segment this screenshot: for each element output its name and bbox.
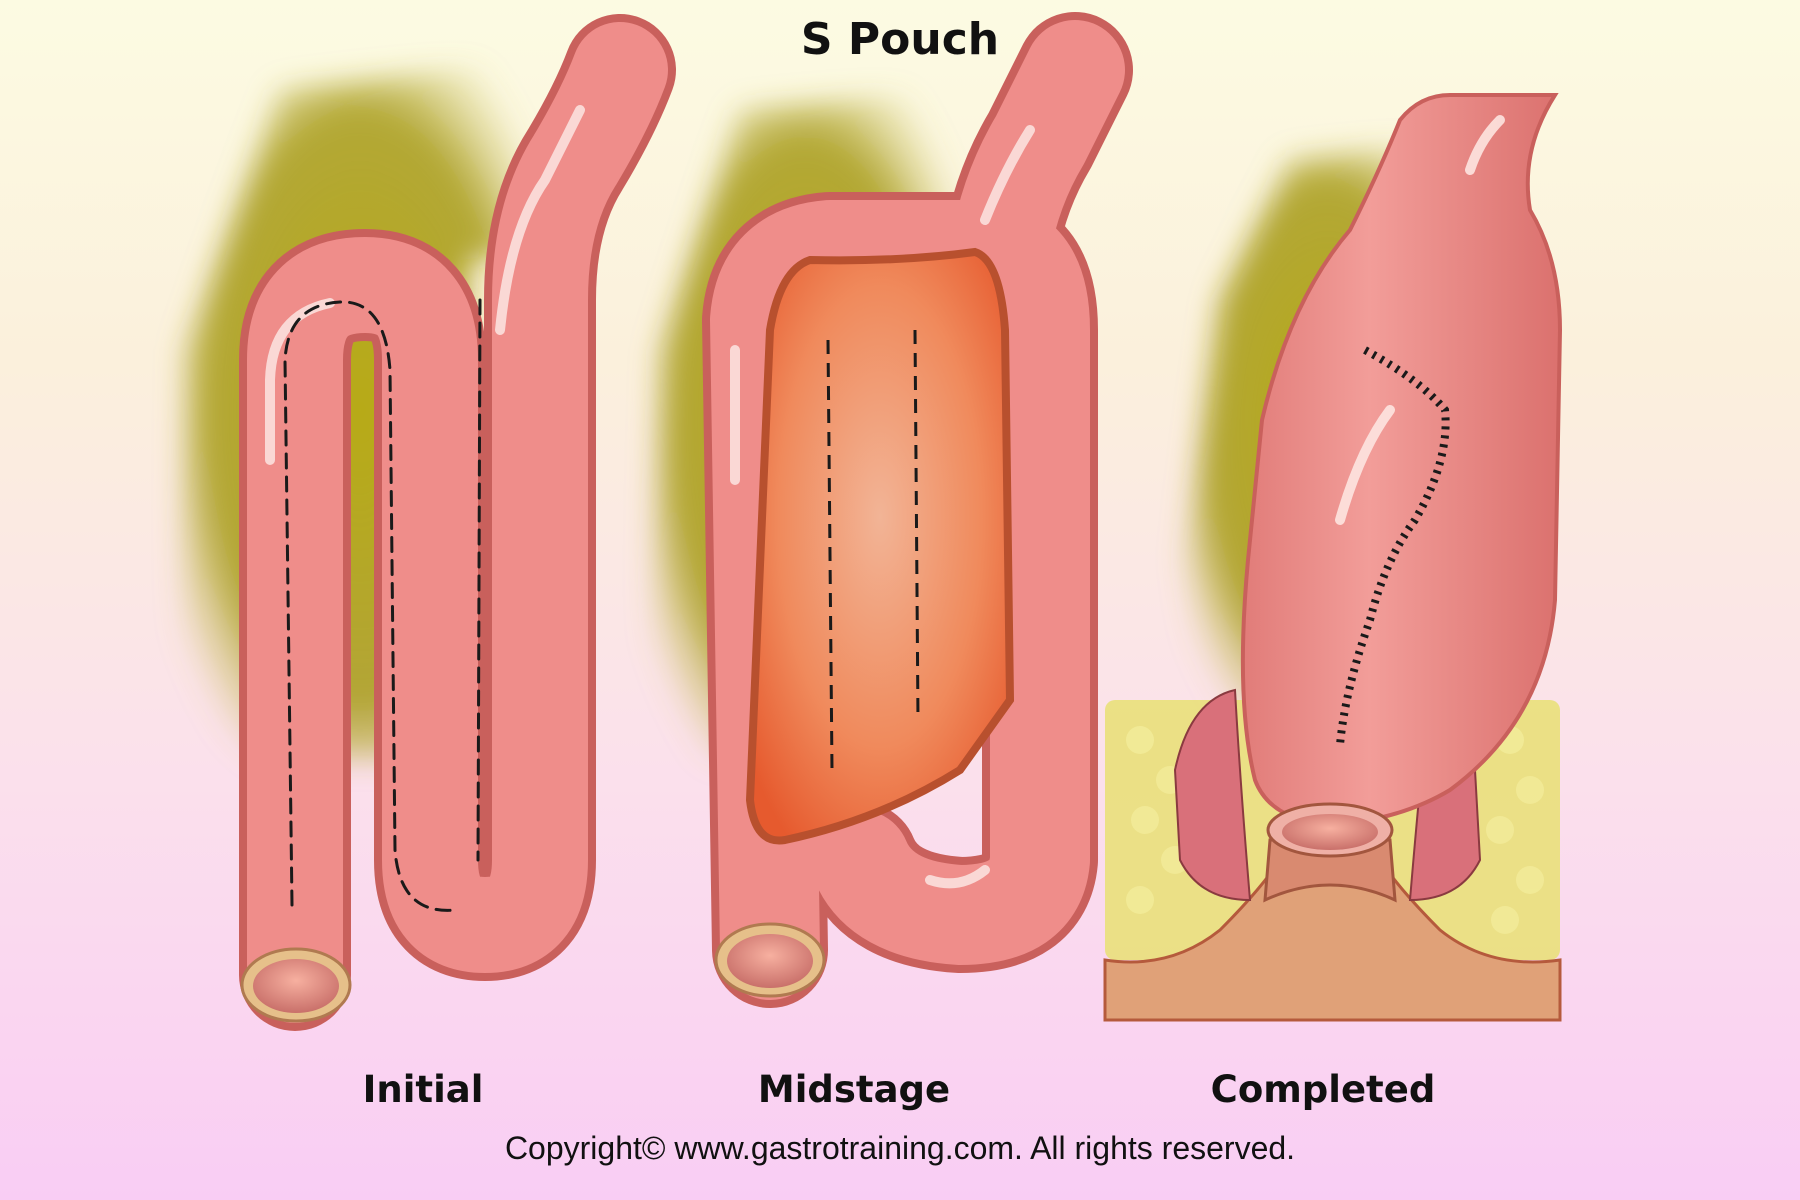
copyright-notice: Copyright© www.gastrotraining.com. All r… — [504, 1130, 1296, 1166]
panel-midstage — [650, 12, 1133, 1008]
opened-pouch-mucosa — [745, 247, 1015, 845]
anal-canal — [1263, 838, 1397, 903]
label-initial: Initial — [362, 1068, 484, 1111]
panel-completed — [1103, 93, 1563, 1022]
suture-line — [1336, 346, 1450, 746]
staple-lines — [826, 329, 920, 771]
small-bowel-loops — [702, 12, 1133, 1008]
label-completed: Completed — [1210, 1068, 1436, 1111]
diagram-title: S Pouch — [800, 14, 1000, 65]
label-midstage: Midstage — [757, 1068, 951, 1111]
small-bowel-loops — [239, 14, 676, 1031]
panel-initial — [180, 14, 676, 1031]
